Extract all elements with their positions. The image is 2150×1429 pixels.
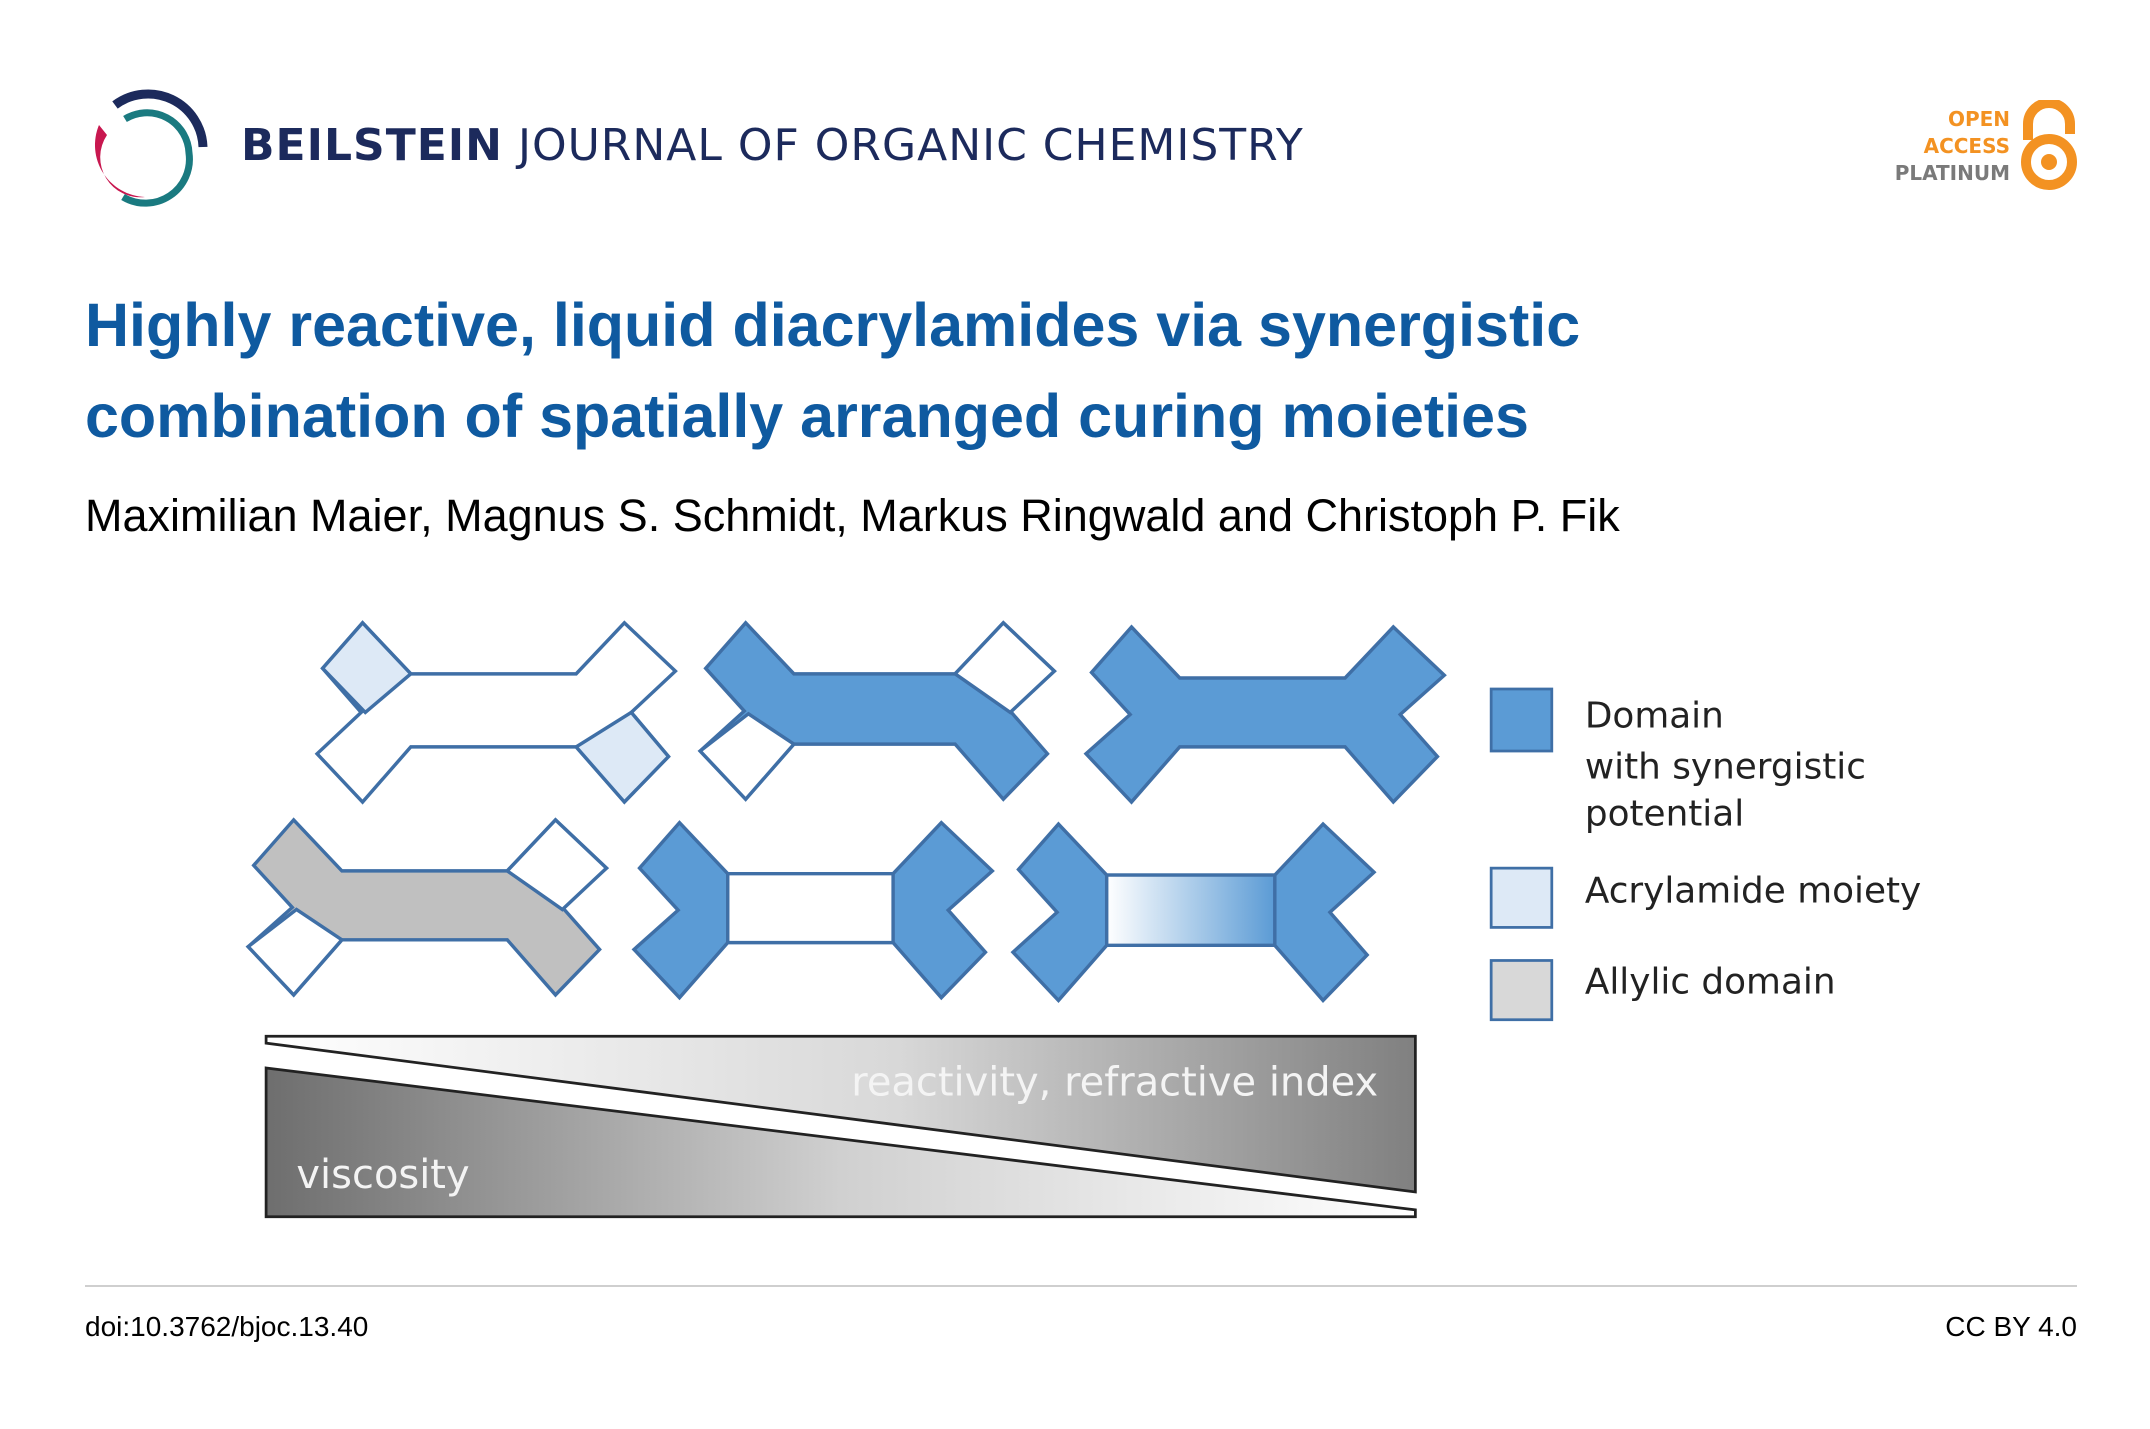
title-line-2: combination of spatially arranged curing…: [85, 382, 1529, 450]
open-lock-icon: [2021, 100, 2077, 190]
legend-acrylamide: Acrylamide moiety: [1585, 871, 1921, 912]
linker-bar: [726, 871, 895, 945]
end-group: [952, 620, 1057, 715]
end-group: [504, 817, 609, 912]
legend: Domain with synergistic potential Acryla…: [1489, 687, 1921, 1022]
open-access-badge: OPEN ACCESS PLATINUM: [1880, 106, 2010, 187]
viscosity-label: viscosity: [296, 1152, 469, 1198]
legend-swatch-domain: [1489, 687, 1554, 753]
gradient-scale: reactivity, refractive index viscosity: [264, 1034, 1417, 1219]
reactivity-label: reactivity, refractive index: [851, 1060, 1378, 1106]
legend-allylic: Allylic domain: [1585, 962, 1836, 1003]
journal-name-bold: BEILSTEIN: [241, 120, 503, 171]
license: CC BY 4.0: [1945, 1311, 2077, 1342]
doi: doi:10.3762/bjoc.13.40: [85, 1311, 369, 1342]
linker-bar: [1104, 873, 1277, 948]
reactivity-triangle: [264, 1034, 1417, 1194]
legend-swatch-acrylamide: [1489, 866, 1554, 929]
footer-divider: [85, 1285, 2077, 1287]
oa-open: OPEN: [1947, 107, 2010, 131]
end-group: [697, 711, 797, 802]
legend-domain-1: Domain: [1585, 696, 1724, 737]
journal-name: BEILSTEIN JOURNAL OF ORGANIC CHEMISTRY: [241, 120, 1304, 171]
acrylamide-moiety: [573, 710, 671, 805]
end-group: [245, 907, 345, 998]
title-line-1: Highly reactive, liquid diacrylamides vi…: [85, 291, 1581, 359]
article-title: Highly reactive, liquid diacrylamides vi…: [85, 280, 2035, 462]
molecule-diagrams: [245, 620, 1447, 1003]
journal-name-rest: JOURNAL OF ORGANIC CHEMISTRY: [517, 120, 1304, 171]
molecule-shape: [1083, 624, 1447, 805]
oa-platinum: PLATINUM: [1894, 161, 2010, 185]
legend-domain-3: potential: [1585, 793, 1744, 834]
authors: Maximilian Maier, Magnus S. Schmidt, Mar…: [85, 490, 1620, 541]
acrylamide-moiety: [320, 620, 414, 715]
viscosity-triangle: [264, 1066, 1417, 1219]
legend-swatch-allylic: [1489, 959, 1554, 1022]
legend-domain-2: with synergistic: [1585, 747, 1866, 788]
beilstein-logo: [94, 89, 208, 207]
oa-access: ACCESS: [1923, 134, 2010, 158]
